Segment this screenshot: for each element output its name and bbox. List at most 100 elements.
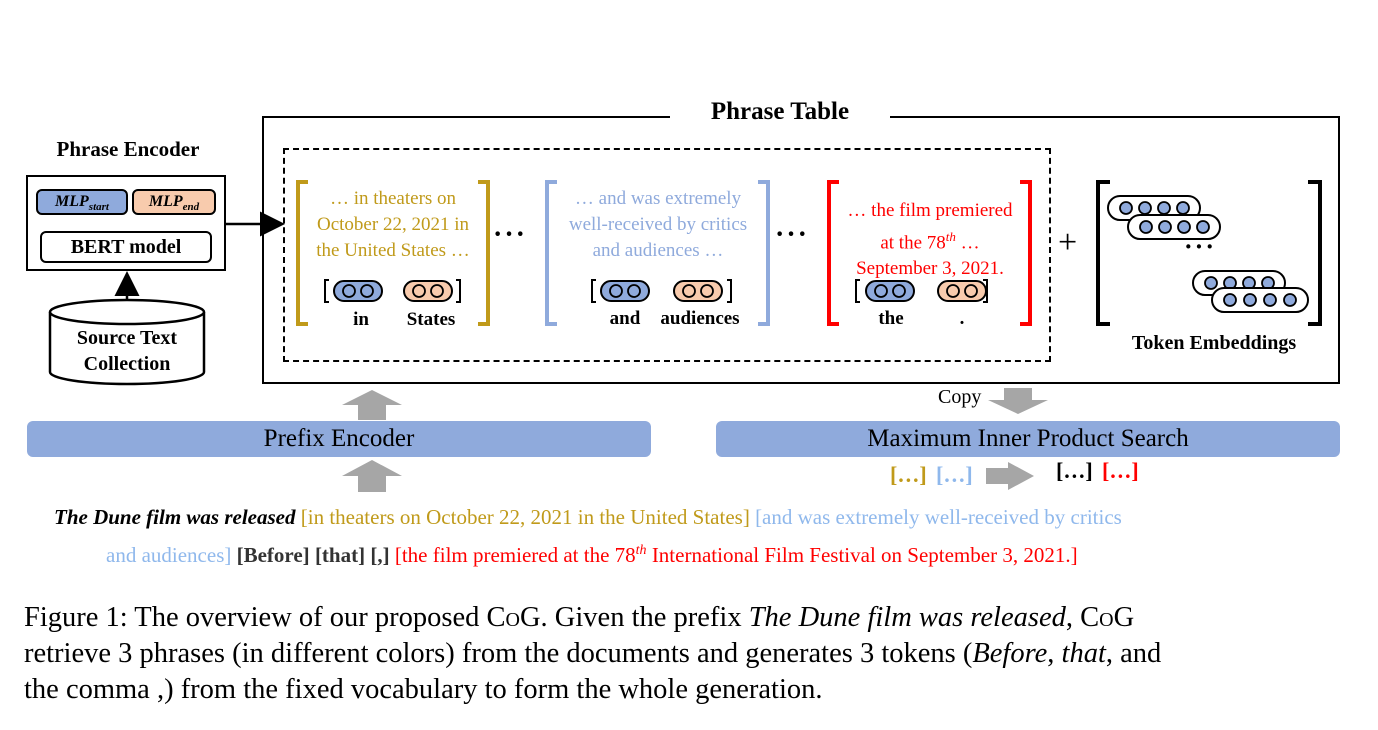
phrase-table-dashed-region bbox=[283, 148, 1051, 362]
phrase3-end-vector-icon bbox=[937, 280, 987, 302]
gen-token-comma: [,] bbox=[370, 543, 390, 567]
plus-sign: + bbox=[1058, 224, 1078, 261]
caption-text-7: that bbox=[1061, 638, 1106, 669]
source-text-line1: Source Text bbox=[76, 327, 178, 349]
phrase1-right-bracket bbox=[478, 180, 490, 326]
gen-phrase1: [in theaters on October 22, 2021 in the … bbox=[300, 505, 750, 529]
caption-text-3b: G bbox=[1113, 602, 1135, 633]
chunk-red: […] bbox=[1102, 458, 1139, 483]
gen-prefix: The Dune film was released bbox=[54, 505, 296, 529]
phrase1-end-token: States bbox=[406, 309, 456, 330]
phrase3-start-token: the bbox=[878, 308, 904, 329]
generation-line1: The Dune film was released [in theaters … bbox=[54, 505, 1122, 530]
source-cylinder-icon bbox=[48, 298, 206, 386]
token-embedding-vector-4-icon bbox=[1211, 287, 1309, 313]
caption-text-5: Before bbox=[972, 638, 1048, 669]
gen-phrase3: [the film premiered at the 78th Internat… bbox=[395, 543, 1078, 567]
phrase1-start-token: in bbox=[353, 309, 369, 330]
phrase2-line3: and audiences … bbox=[592, 240, 724, 261]
phrase3-line2-a: at the 78 bbox=[880, 232, 946, 254]
generation-line2: and audiences] [Before] [that] [,] [the … bbox=[106, 543, 1078, 568]
caption-text-1: Figure 1: The overview of our proposed C bbox=[24, 602, 506, 633]
caption-text-3: , C bbox=[1065, 602, 1100, 633]
ellipsis-1: ··· bbox=[493, 219, 528, 250]
caption-line1: Figure 1: The overview of our proposed C… bbox=[24, 600, 1364, 636]
phrase3-line3: September 3, 2021. bbox=[856, 258, 1004, 280]
phrase2-start-vector-icon bbox=[600, 280, 650, 302]
phrase3-text: … the film premiered at the 78th … Septe… bbox=[830, 198, 1030, 282]
ellipsis-2: ··· bbox=[775, 219, 810, 250]
phrase1-line3: the United States … bbox=[316, 240, 470, 261]
phrase1-end-vector-icon bbox=[403, 280, 453, 302]
phrase2-right-bracket bbox=[758, 180, 770, 326]
prefix-encoder-bar: Prefix Encoder bbox=[27, 421, 651, 457]
phrase3-line2-sup: th bbox=[945, 229, 956, 244]
gen-token-before: [Before] bbox=[236, 543, 310, 567]
mlp-end-label: MLP bbox=[148, 193, 183, 210]
phrase3-end-token: . bbox=[959, 308, 965, 329]
phrase1-text: … in theaters on October 22, 2021 in the… bbox=[300, 186, 486, 264]
gray-arrows bbox=[342, 388, 1048, 492]
token-embedding-vector-1-icon bbox=[1107, 195, 1201, 221]
gen-phrase3-a: [the film premiered at the 78 bbox=[394, 543, 636, 567]
source-text-line2: Collection bbox=[83, 353, 171, 375]
caption-text-4: retrieve 3 phrases (in different colors)… bbox=[24, 638, 973, 669]
phrase-table-title: Phrase Table bbox=[670, 96, 890, 128]
bert-model-box: BERT model bbox=[40, 231, 212, 263]
figure-caption: Figure 1: The overview of our proposed C… bbox=[24, 600, 1364, 708]
caption-text-1-sc: o bbox=[505, 602, 520, 633]
source-text-collection-label: Source Text Collection bbox=[50, 325, 204, 377]
gen-token-that: [that] bbox=[314, 543, 366, 567]
caption-text-6: , bbox=[1047, 638, 1062, 669]
caption-text-1b: G. Given the prefix bbox=[519, 602, 749, 633]
gen-phrase2-part1: [and was extremely well-received by crit… bbox=[755, 505, 1122, 529]
chunk-black: […] bbox=[1056, 458, 1093, 483]
mlp-start-label: MLP bbox=[55, 193, 89, 210]
phrase1-left-bracket bbox=[296, 180, 308, 326]
phrase1-line1: … in theaters on bbox=[329, 188, 457, 209]
phrase2-end-vector-icon bbox=[673, 280, 723, 302]
token-embeddings-right-bracket bbox=[1308, 180, 1322, 326]
gen-phrase2-part2: and audiences] bbox=[106, 543, 232, 567]
phrase3-left-bracket bbox=[827, 180, 839, 326]
phrase3-start-vector-icon bbox=[865, 280, 915, 302]
caption-text-2: The Dune film was released bbox=[748, 602, 1066, 633]
phrase-encoder-box: MLPstart MLPend BERT model bbox=[26, 175, 226, 271]
copy-arrow bbox=[988, 388, 1048, 414]
phrase2-end-token: audiences bbox=[660, 308, 740, 329]
prefix-to-table-arrow bbox=[342, 390, 402, 420]
phrase2-line2: well-received by critics bbox=[568, 214, 748, 235]
mlp-start-subscript: start bbox=[88, 201, 109, 214]
phrase3-right-bracket bbox=[1020, 180, 1032, 326]
phrase3-line2: at the 78th … bbox=[830, 224, 1030, 256]
copy-label: Copy bbox=[938, 386, 982, 408]
caption-line3: the comma ,) from the fixed vocabulary t… bbox=[24, 674, 823, 705]
gen-to-prefix-arrow bbox=[342, 460, 402, 492]
caption-text-3-sc: o bbox=[1099, 602, 1114, 633]
mlp-end-subscript: end bbox=[182, 201, 200, 214]
mlp-start-box: MLPstart bbox=[36, 189, 128, 215]
phrase2-start-token: and bbox=[609, 308, 641, 329]
phrase2-text: … and was extremely well-received by cri… bbox=[549, 186, 767, 264]
caption-text-8: , and bbox=[1105, 638, 1162, 669]
gen-phrase3-sup: th bbox=[635, 543, 647, 558]
token-embedding-vector-2-icon bbox=[1127, 214, 1221, 240]
gen-phrase3-b: International Film Festival on September… bbox=[646, 543, 1078, 567]
mlp-end-box: MLPend bbox=[132, 189, 216, 215]
embedding-ellipsis: ··· bbox=[1184, 232, 1217, 261]
phrase1-line2: October 22, 2021 in bbox=[317, 214, 469, 235]
phrase2-left-bracket bbox=[545, 180, 557, 326]
chunks-arrow bbox=[986, 462, 1034, 490]
chunk-blue: […] bbox=[936, 462, 973, 487]
token-embeddings-left-bracket bbox=[1096, 180, 1110, 326]
mips-bar: Maximum Inner Product Search bbox=[716, 421, 1340, 457]
vector-brackets bbox=[324, 279, 988, 303]
phrase-encoder-title: Phrase Encoder bbox=[56, 137, 200, 161]
chunk-gold: […] bbox=[890, 462, 927, 487]
phrase2-line1: … and was extremely bbox=[574, 188, 742, 209]
phrase3-line2-b: … bbox=[955, 232, 980, 254]
token-embeddings-label: Token Embeddings bbox=[1131, 332, 1297, 354]
phrase1-start-vector-icon bbox=[333, 280, 383, 302]
phrase3-line1: … the film premiered bbox=[847, 200, 1013, 221]
